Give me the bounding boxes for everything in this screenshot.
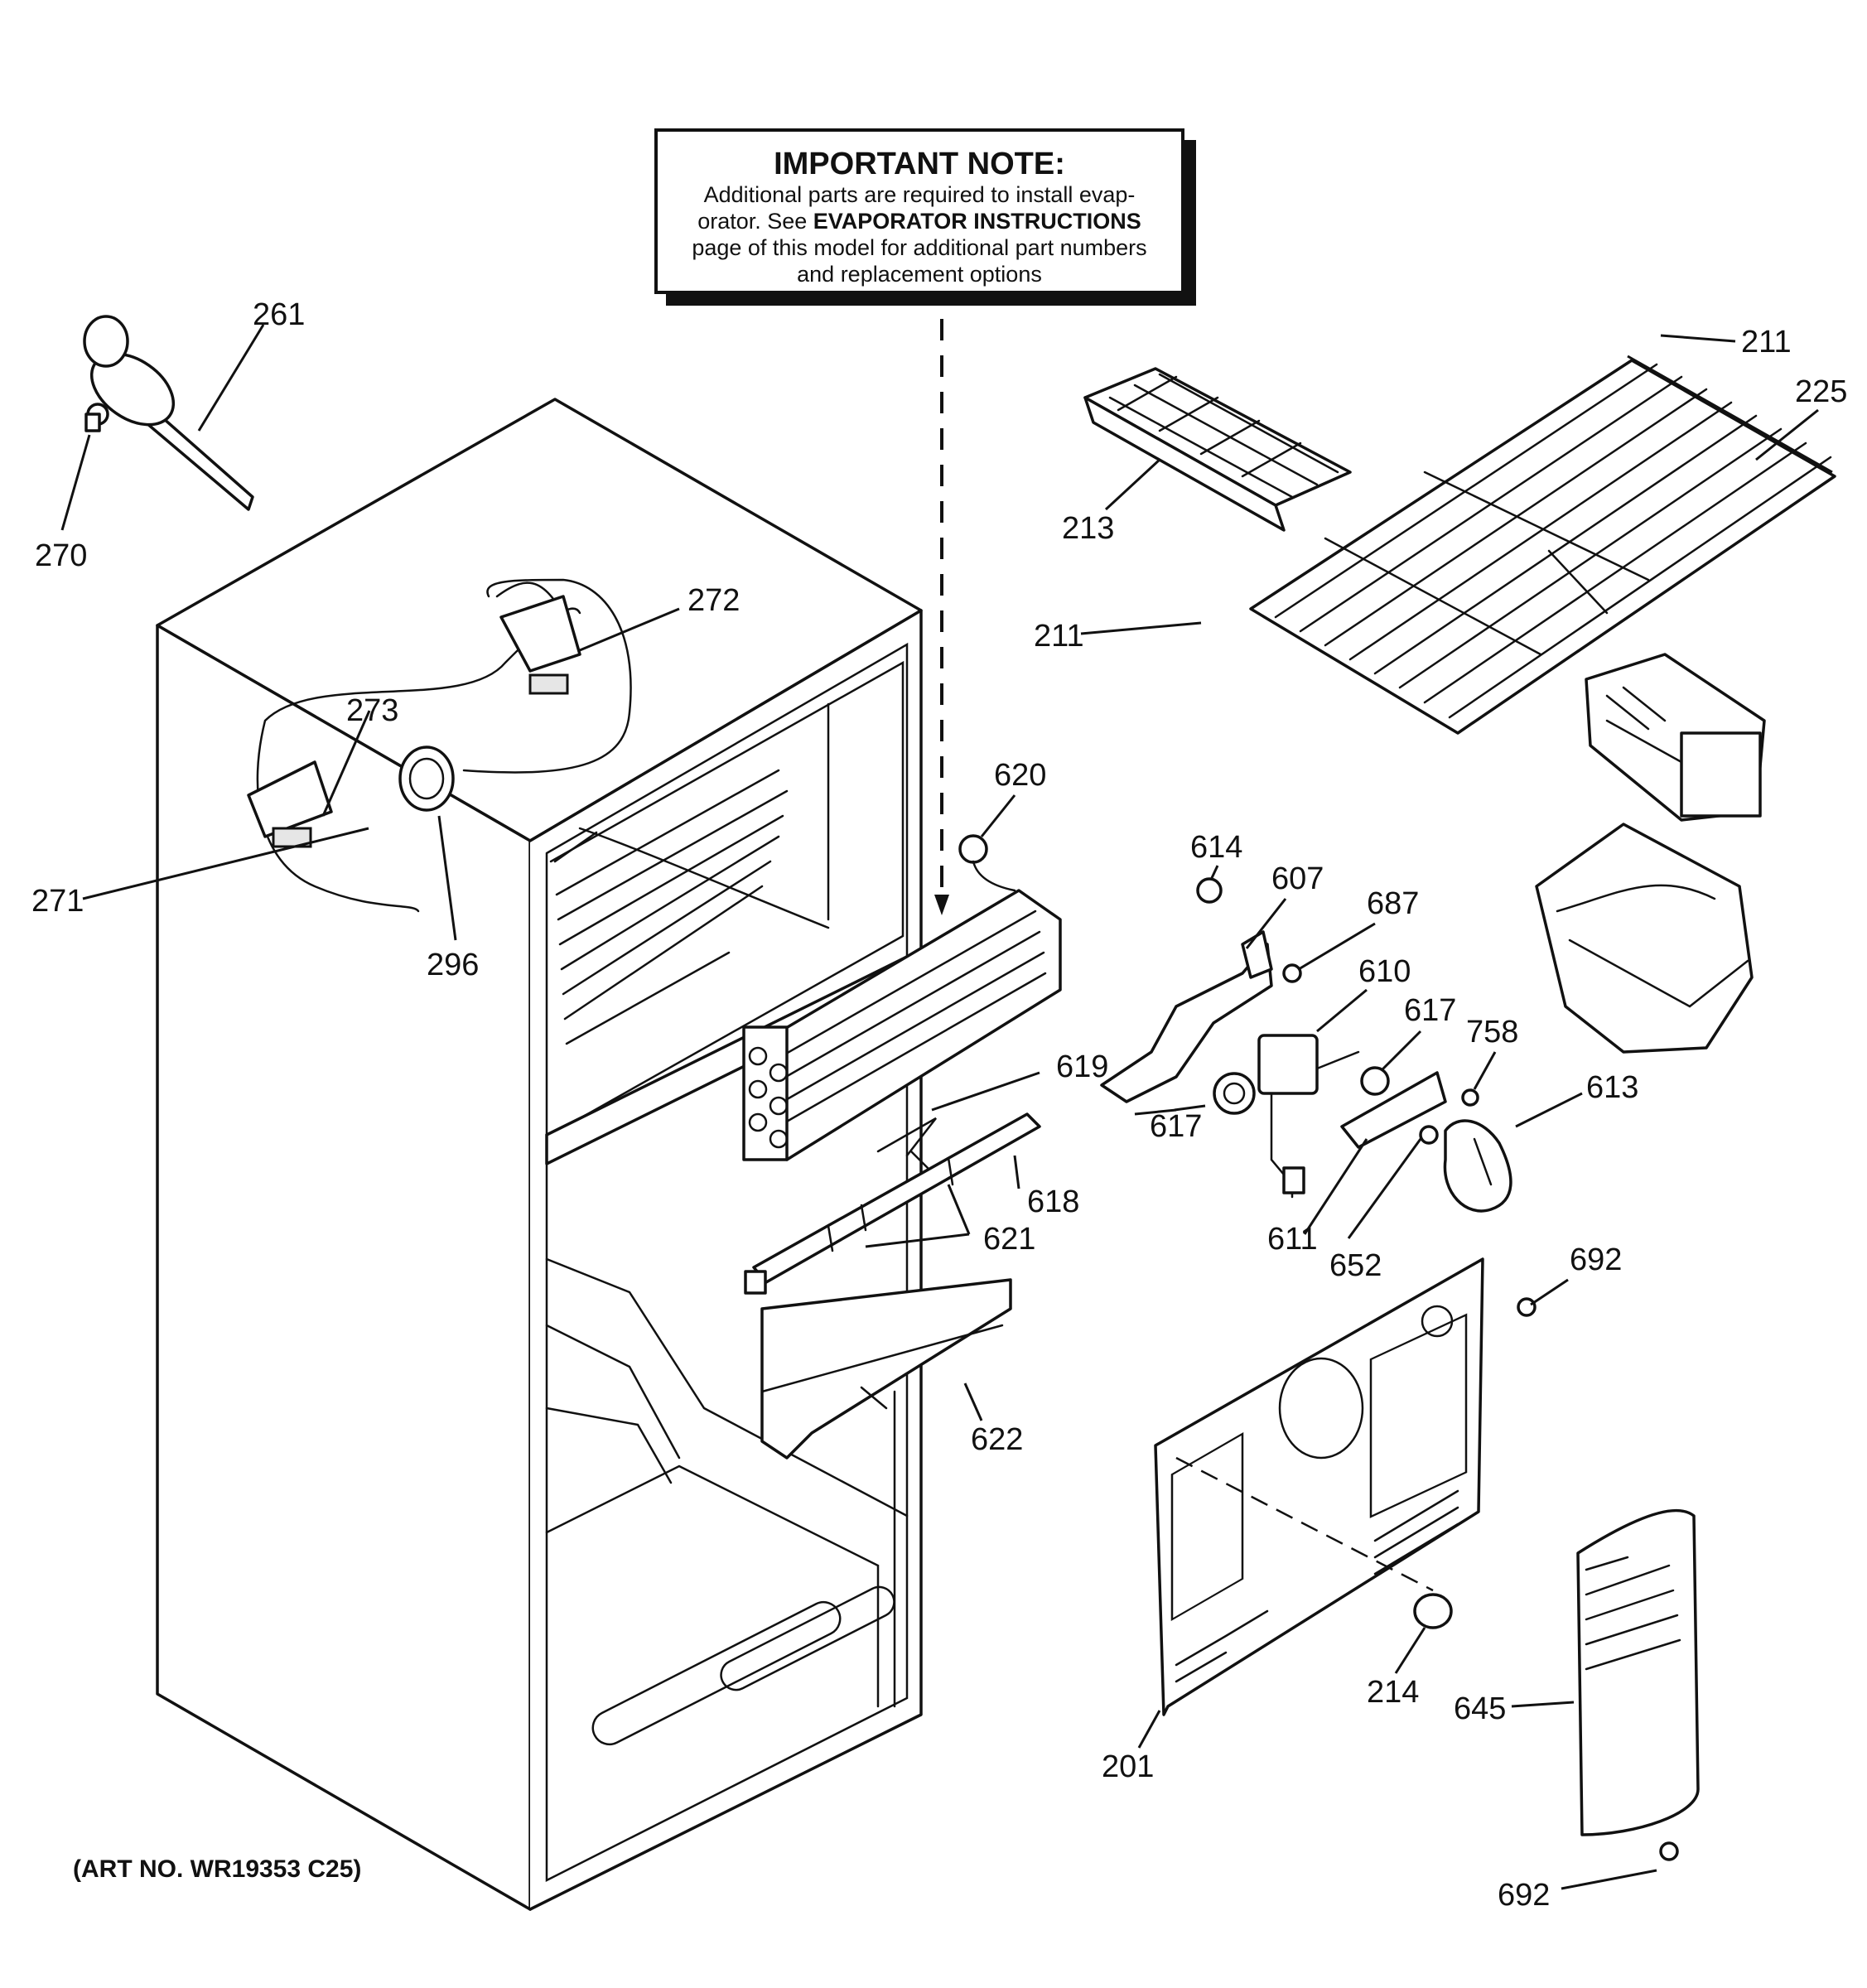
label-618: 618 (1027, 1185, 1079, 1219)
label-211-top: 211 (1741, 325, 1792, 359)
fan-motor-assembly (1100, 877, 1512, 1213)
important-note-box: IMPORTANT NOTE: Additional parts are req… (654, 128, 1184, 294)
wire-shelf (1249, 355, 1836, 735)
label-213: 213 (1062, 511, 1114, 546)
label-620: 620 (994, 758, 1046, 793)
label-296: 296 (427, 948, 479, 982)
tube-loop-parts (247, 578, 632, 913)
label-272: 272 (687, 583, 740, 618)
leader-lines (60, 324, 1819, 1890)
label-619: 619 (1056, 1049, 1108, 1084)
note-line-2-prefix: orator. See (697, 209, 813, 234)
icemaker (1585, 653, 1766, 822)
label-261: 261 (253, 297, 305, 332)
label-271: 271 (31, 884, 84, 919)
label-610: 610 (1358, 954, 1411, 989)
label-225: 225 (1795, 374, 1847, 409)
label-614: 614 (1190, 830, 1242, 865)
label-617-left: 617 (1150, 1109, 1202, 1144)
label-645: 645 (1454, 1691, 1506, 1726)
fan-cover (1576, 1508, 1700, 1861)
label-687: 687 (1367, 886, 1419, 921)
part-labels: 261 270 272 273 271 296 211 225 213 211 … (31, 297, 1847, 1913)
label-611: 611 (1267, 1222, 1318, 1257)
label-613: 613 (1586, 1070, 1638, 1105)
label-273: 273 (346, 693, 398, 728)
ice-tray (1083, 367, 1352, 532)
label-621: 621 (983, 1222, 1035, 1257)
art-number: (ART NO. WR19353 C25) (73, 1855, 362, 1883)
label-622: 622 (971, 1422, 1023, 1457)
label-201: 201 (1102, 1749, 1154, 1784)
label-692-bottom: 692 (1498, 1878, 1550, 1913)
label-214: 214 (1367, 1675, 1419, 1710)
note-title: IMPORTANT NOTE: (774, 147, 1065, 181)
note-line-2-bold: EVAPORATOR INSTRUCTIONS (813, 209, 1141, 234)
refrigerator-cabinet (156, 319, 949, 1911)
note-line-2: orator. See EVAPORATOR INSTRUCTIONS (658, 208, 1181, 234)
label-270: 270 (35, 538, 87, 573)
label-607: 607 (1271, 861, 1324, 896)
label-692-top: 692 (1570, 1242, 1622, 1277)
evaporator-assembly (742, 834, 1062, 1460)
note-line-4: and replacement options (797, 262, 1042, 287)
note-line-1: Additional parts are required to install… (703, 182, 1136, 207)
ice-bucket (1535, 823, 1754, 1054)
label-211-mid: 211 (1034, 619, 1084, 654)
freezer-back-panel (1154, 1257, 1537, 1716)
label-758: 758 (1466, 1015, 1518, 1049)
label-652: 652 (1329, 1248, 1382, 1283)
water-tube-part (83, 315, 254, 511)
label-617-right: 617 (1404, 993, 1456, 1028)
note-line-3: page of this model for additional part n… (692, 235, 1147, 260)
